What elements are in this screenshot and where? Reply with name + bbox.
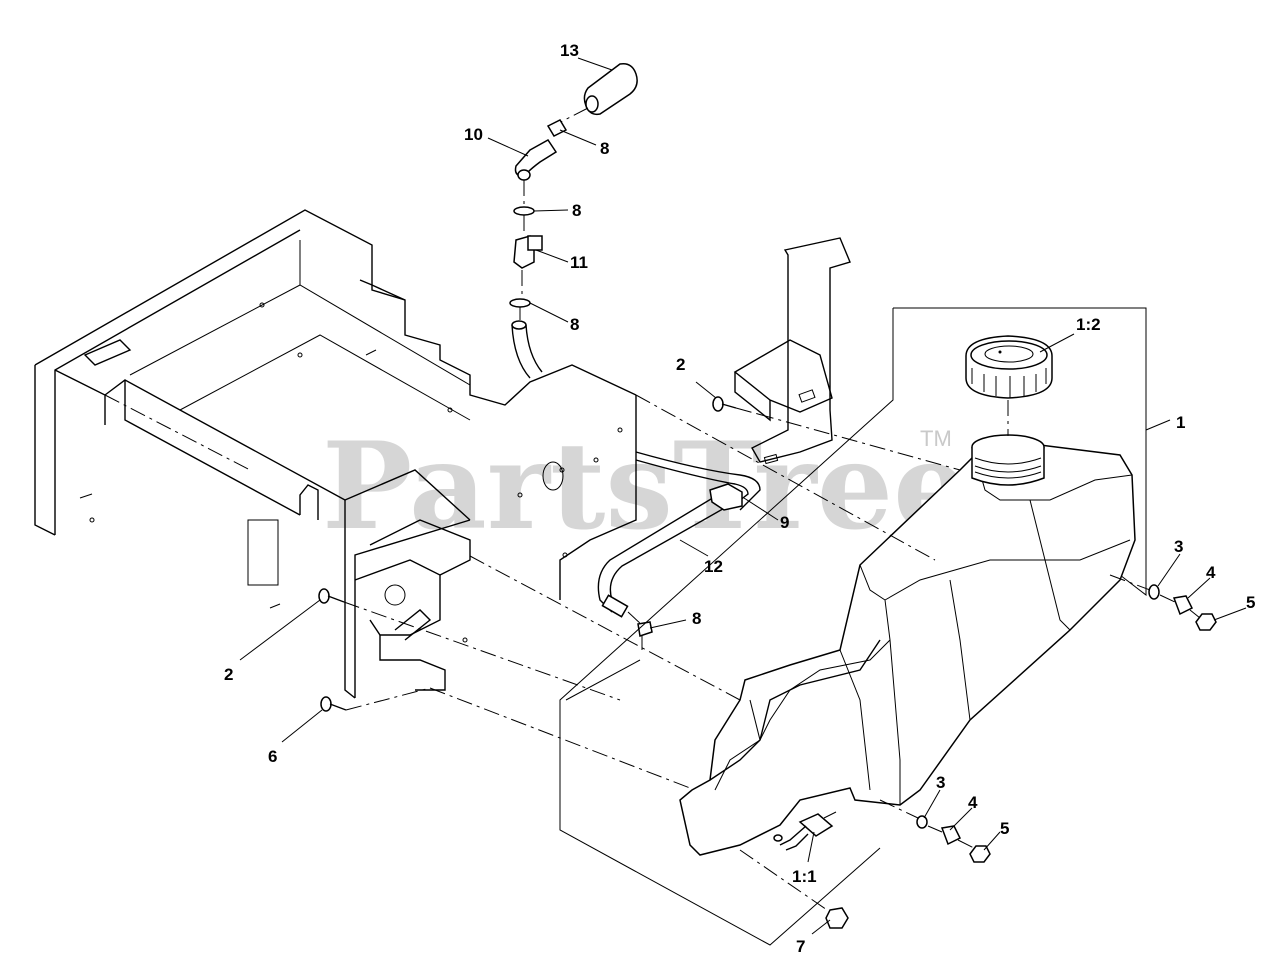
fuel-cap [965,335,1053,436]
assembly-callout-box [559,307,1171,946]
callout-5-upper: 5 [1246,593,1255,612]
callout-6: 6 [268,747,277,766]
callout-11: 11 [570,253,588,272]
callout-4-upper: 4 [1206,563,1216,582]
callout-1: 1 [1176,413,1185,432]
nut-5-lower [969,845,991,863]
callout-1-1: 1:1 [792,867,817,886]
callout-8-a: 8 [600,139,609,158]
fuel-line-12 [597,451,761,650]
callout-2-upper: 2 [676,355,685,374]
callout-8-c: 8 [570,315,579,334]
alignment-lines [104,394,961,701]
callout-13: 13 [560,41,579,60]
callout-1-2: 1:2 [1076,315,1101,334]
fitting-9 [709,483,743,511]
spacer-4-lower [940,825,962,846]
nut-5-upper [1195,613,1217,631]
frame-assembly [34,209,637,699]
watermark: PartsTree TM [322,416,969,557]
fuel-tank [679,434,1136,856]
callout-4-lower: 4 [968,793,978,812]
fuel-line-fittings [509,62,638,379]
callout-labels: 13 10 8 8 11 8 2 1:2 1 9 12 8 3 4 5 2 6 … [224,41,1255,956]
callout-12: 12 [704,557,723,576]
callout-2-lower: 2 [224,665,233,684]
washer-3-upper [1148,584,1160,600]
callout-3-lower: 3 [936,773,945,792]
tank-bracket [712,237,851,465]
hardware-right-upper [1109,574,1217,631]
watermark-trademark: TM [920,426,952,451]
spacer-4-upper [1172,595,1194,616]
callout-8-b: 8 [572,201,581,220]
washer-3-lower [916,815,928,829]
callout-8-d: 8 [692,609,701,628]
bolt-6 [320,687,691,789]
hardware-right-lower [879,799,991,863]
callout-9: 9 [780,513,789,532]
nut-7 [739,849,849,929]
callout-10: 10 [464,125,483,144]
watermark-text: PartsTree [322,416,969,557]
leader-lines [239,57,1247,935]
callout-3-upper: 3 [1174,537,1183,556]
callout-7: 7 [796,937,805,956]
callout-5-lower: 5 [1000,819,1009,838]
bolt-2-lower [318,588,621,701]
